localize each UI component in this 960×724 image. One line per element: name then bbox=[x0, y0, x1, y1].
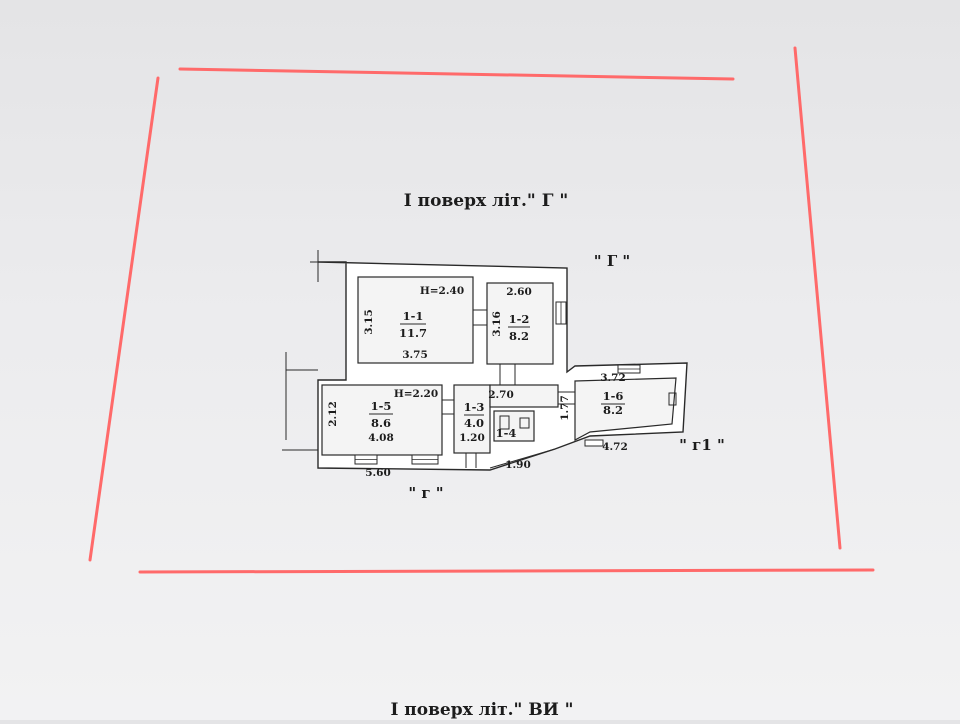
room-area-1-2: 8.2 bbox=[509, 329, 529, 343]
dim-3-72: 3.72 bbox=[600, 372, 626, 384]
room-id-1-4: 1-4 bbox=[496, 426, 517, 440]
room-id-1-1: 1-1 bbox=[403, 309, 424, 323]
windows bbox=[354, 301, 641, 465]
page-title: I поверх літ." Г " bbox=[404, 191, 568, 211]
dim-1-77: 1.77 bbox=[559, 395, 571, 421]
red-frame-top bbox=[178, 67, 735, 81]
red-frame-left bbox=[88, 76, 160, 562]
dim-3-15: 3.15 bbox=[363, 309, 375, 335]
dim-4-08: 4.08 bbox=[368, 432, 394, 444]
dim-1-90: 1.90 bbox=[505, 459, 531, 471]
toilet-icon bbox=[499, 415, 510, 430]
dim-5-60: 5.60 bbox=[365, 467, 391, 479]
label-g1: " г1 " bbox=[679, 436, 725, 454]
dim-4-72: 4.72 bbox=[602, 441, 628, 453]
dim-1-20: 1.20 bbox=[459, 432, 485, 444]
dim-2-60: 2.60 bbox=[506, 286, 532, 298]
red-frame bbox=[88, 46, 875, 574]
page-title-bottom: I поверх літ." ВИ " bbox=[390, 700, 573, 720]
label-g-lower: " г " bbox=[408, 484, 443, 502]
room-1-6 bbox=[574, 377, 677, 441]
room-area-1-6: 8.2 bbox=[603, 403, 623, 417]
room-corridor bbox=[489, 384, 559, 408]
height-label-2: Н=2.20 bbox=[394, 388, 438, 400]
floor-plan bbox=[282, 250, 688, 471]
room-1-1 bbox=[357, 276, 474, 364]
room-area-1-5: 8.6 bbox=[371, 416, 391, 430]
room-area-1-3: 4.0 bbox=[464, 416, 484, 430]
height-label-1: Н=2.40 bbox=[420, 285, 464, 297]
dimension-labels: 3.15 3.75 3.16 2.60 2.70 3.72 1.77 2.12 … bbox=[327, 286, 628, 479]
red-frame-bottom bbox=[138, 568, 875, 574]
dim-2-70: 2.70 bbox=[488, 389, 514, 401]
sink-icon bbox=[519, 417, 530, 429]
room-id-1-6: 1-6 bbox=[603, 389, 624, 403]
extension-edge bbox=[489, 448, 556, 469]
room-id-1-5: 1-5 bbox=[371, 399, 392, 413]
room-labels: 1-1 11.7 1-2 8.2 1-3 4.0 1-4 1-5 8.6 1-6… bbox=[369, 309, 625, 440]
room-id-1-3: 1-3 bbox=[464, 400, 485, 414]
room-1-2 bbox=[486, 282, 554, 365]
dim-3-75: 3.75 bbox=[402, 349, 428, 361]
room-area-1-1: 11.7 bbox=[399, 326, 427, 340]
doors bbox=[442, 309, 575, 468]
label-g-upper: " Г " bbox=[594, 252, 630, 270]
stove-icon bbox=[668, 392, 677, 406]
dim-2-12: 2.12 bbox=[327, 401, 339, 427]
room-1-3 bbox=[453, 384, 491, 454]
room-id-1-2: 1-2 bbox=[509, 312, 530, 326]
room-1-5 bbox=[321, 384, 443, 456]
dim-3-16: 3.16 bbox=[491, 311, 503, 337]
red-frame-right bbox=[793, 46, 842, 550]
